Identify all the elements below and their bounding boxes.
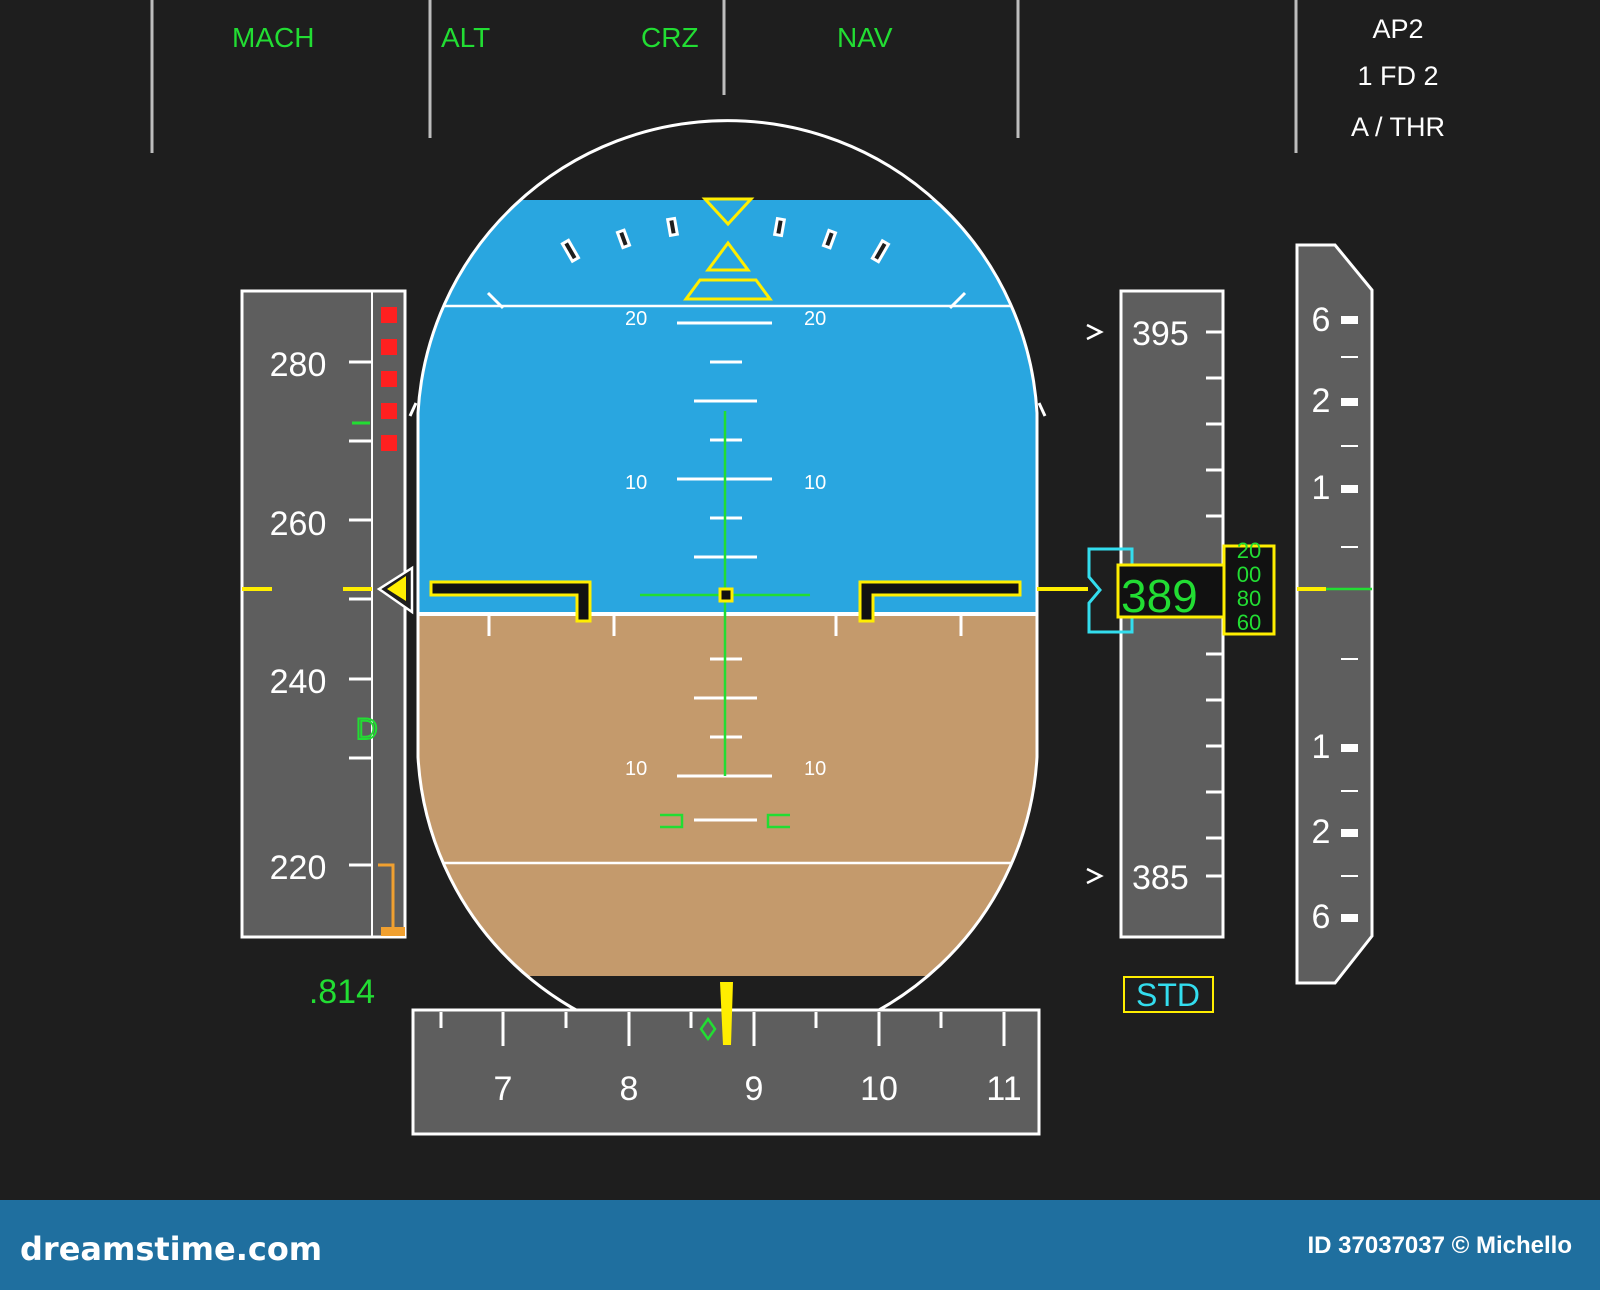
altitude-labels: 395 385 <box>1132 315 1189 897</box>
mach-readout: .814 <box>309 973 375 1011</box>
vsi-labels: 6 2 1 1 2 6 <box>1312 301 1331 936</box>
fma-alt-mode: ALT <box>441 22 491 53</box>
speed-labels: 280 260 240 220 <box>270 346 327 887</box>
pitch-label: 10 <box>804 758 826 780</box>
pitch-labels: 20 20 10 10 10 10 <box>625 308 826 780</box>
speed-label: 240 <box>270 663 327 701</box>
altitude-drum-box <box>1222 544 1276 636</box>
fma-athr-status: A / THR <box>1350 112 1446 142</box>
vsi-label: 2 <box>1312 813 1331 851</box>
fma-separators <box>150 0 1298 153</box>
altitude-tape: 395 385 389 20 00 80 60 STD <box>1037 289 1276 1013</box>
primary-flight-display: 20 20 10 10 10 10 <box>150 0 1374 1136</box>
alpha-max-icon <box>381 927 405 936</box>
altitude-drum-digit: 80 <box>1237 586 1261 611</box>
track-diamond-icon <box>699 1016 717 1042</box>
aircraft-symbol-icon <box>429 580 1022 623</box>
fma-nav-mode: NAV <box>837 22 893 53</box>
roll-pointer-icon <box>705 240 751 272</box>
ground <box>418 616 1037 976</box>
decel-marker-icon: D <box>356 713 378 746</box>
sky <box>418 200 1037 616</box>
bank-scale <box>408 291 1047 417</box>
heading-labels: 7 8 9 10 11 <box>494 1070 1022 1108</box>
footer-banner: dreamstime.com ID 37037037 © Michello <box>0 1200 1600 1290</box>
vertical-speed-indicator: 6 2 1 1 2 6 <box>1295 243 1374 985</box>
bank-scale-marks <box>560 216 891 264</box>
pitch-label: 10 <box>804 472 826 494</box>
heading-label: 9 <box>745 1070 764 1108</box>
speed-label: 280 <box>270 346 327 384</box>
vmax-barber-pole <box>381 307 397 451</box>
heading-lubber-icon <box>720 982 733 1045</box>
speed-label: 260 <box>270 505 327 543</box>
vsi-label: 1 <box>1312 469 1331 507</box>
speed-pointer-fill <box>387 576 406 601</box>
altitude-chevron-icons <box>1086 323 1104 885</box>
altitude-drum: 20 00 80 60 <box>1237 538 1261 635</box>
speed-label: 220 <box>270 849 327 887</box>
heading-label: 11 <box>986 1070 1021 1108</box>
speed-tape: 280 260 240 220 D .814 <box>240 289 414 1011</box>
altitude-drum-digit: 60 <box>1237 610 1261 635</box>
fpv-guidance-brackets <box>660 813 790 829</box>
baro-setting: STD <box>1136 977 1200 1013</box>
horizon-heading-ticks <box>487 614 963 636</box>
vsi-marks <box>1341 316 1358 922</box>
heading-label: 7 <box>494 1070 513 1108</box>
banner-site-name: dreamstime.com <box>20 1230 323 1268</box>
altitude-readout: 389 <box>1121 570 1198 622</box>
bank-zero-index-icon <box>701 197 755 227</box>
altitude-label: 385 <box>1132 859 1189 897</box>
speed-ticks <box>349 360 372 867</box>
alpha-protection-icon <box>378 863 395 930</box>
fma-fd-status: 1 FD 2 <box>1357 61 1439 91</box>
slip-indicator-icon <box>683 278 773 301</box>
heading-label: 8 <box>620 1070 639 1108</box>
vsi-label: 6 <box>1312 898 1331 936</box>
vsi-label: 1 <box>1312 728 1331 766</box>
altitude-drum-digit: 20 <box>1237 538 1261 563</box>
banner-image-id: ID 37037037 © Michello <box>1307 1232 1572 1259</box>
pitch-label: 20 <box>625 308 647 330</box>
fma-ap-status: AP2 <box>1372 14 1424 44</box>
vsi-label: 2 <box>1312 382 1331 420</box>
altitude-drum-digit: 00 <box>1237 562 1261 587</box>
heading-label: 10 <box>860 1070 898 1108</box>
attitude-indicator: 20 20 10 10 10 10 <box>408 119 1047 1051</box>
pitch-label: 20 <box>804 308 826 330</box>
pitch-label: 10 <box>625 758 647 780</box>
heading-tape: 7 8 9 10 11 <box>411 982 1041 1136</box>
vsi-label: 6 <box>1312 301 1331 339</box>
altitude-readout-box <box>1116 563 1226 619</box>
altitude-label: 395 <box>1132 315 1189 353</box>
selected-altitude-bug <box>1087 547 1134 634</box>
fma-mach-mode: MACH <box>232 22 315 53</box>
heading-ticks <box>439 1012 1006 1046</box>
baro-setting-box <box>1123 976 1214 1013</box>
vsi-minor-ticks <box>1341 356 1358 877</box>
altitude-ticks <box>1206 330 1223 878</box>
fma-crz-mode: CRZ <box>641 22 699 53</box>
pitch-label: 10 <box>625 472 647 494</box>
